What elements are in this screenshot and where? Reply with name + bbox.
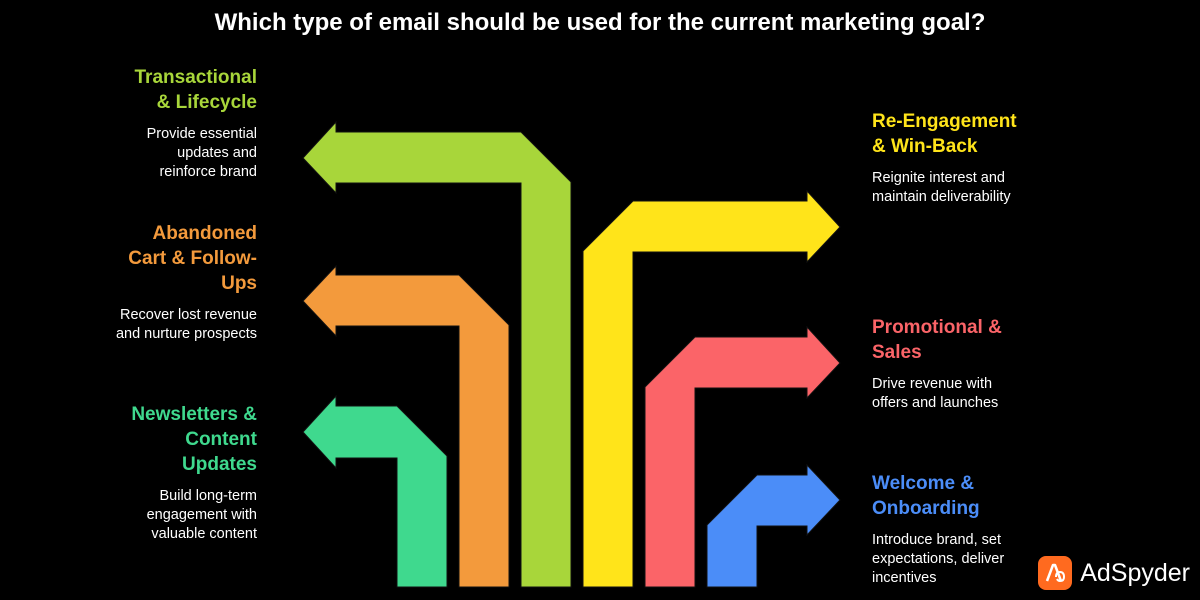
arrow-newsletters (302, 394, 448, 588)
arrow-transactional (302, 120, 572, 588)
label-abandoned: Abandoned Cart & Follow-Ups Recover lost… (27, 221, 257, 344)
label-promotional: Promotional & Sales Drive revenue with o… (872, 315, 1102, 413)
desc-promotional: Drive revenue with offers and launches (872, 376, 999, 411)
label-reengagement: Re-Engagement & Win-Back Reignite intere… (872, 109, 1102, 207)
label-newsletters: Newsletters & Content Updates Build long… (27, 402, 257, 544)
label-welcome: Welcome & Onboarding Introduce brand, se… (872, 471, 1102, 588)
heading-reengagement: Re-Engagement & Win-Back (872, 111, 1017, 157)
desc-welcome: Introduce brand, set expectations, deliv… (872, 532, 1005, 586)
heading-promotional: Promotional & Sales (872, 317, 1002, 363)
desc-transactional: Provide essential updates and reinforce … (146, 126, 257, 180)
heading-abandoned: Abandoned Cart & Follow-Ups (128, 223, 257, 294)
label-transactional: Transactional & Lifecycle Provide essent… (27, 65, 258, 182)
desc-reengagement: Reignite interest and maintain deliverab… (872, 170, 1011, 205)
arrow-abandoned (302, 264, 510, 588)
arrow-welcome (706, 463, 841, 588)
desc-newsletters: Build long-term engagement with valuable… (146, 488, 257, 542)
desc-abandoned: Recover lost revenue and nurture prospec… (115, 307, 257, 342)
arrow-promotional (644, 325, 841, 588)
diagram-title: Which type of email should be used for t… (214, 9, 986, 36)
adspyder-logo-icon (1038, 556, 1073, 590)
heading-newsletters: Newsletters & Content Updates (131, 404, 257, 475)
arrow-reengagement (582, 189, 841, 588)
heading-transactional: Transactional & Lifecycle (134, 67, 258, 113)
brand-logo: AdSpyder (1038, 556, 1190, 590)
brand-name: AdSpyder (1080, 558, 1190, 587)
heading-welcome: Welcome & Onboarding (872, 473, 980, 519)
